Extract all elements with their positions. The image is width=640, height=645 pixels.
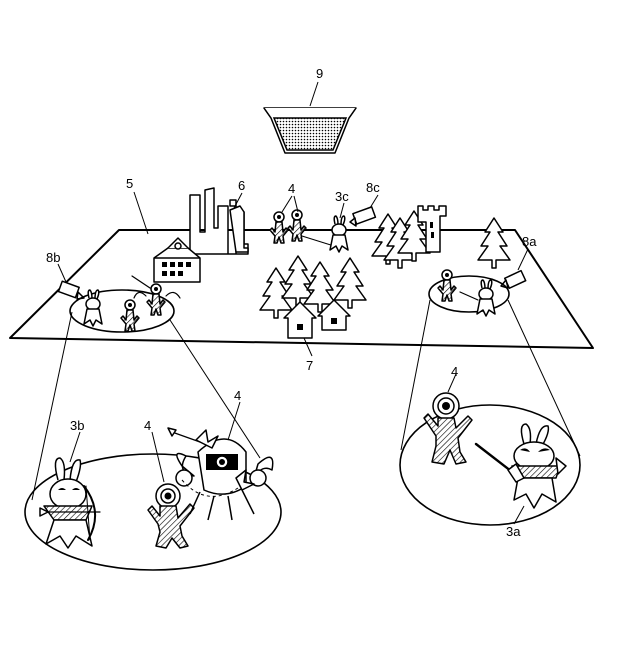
enemy-group-top — [270, 210, 334, 246]
player-char-3a — [476, 424, 566, 508]
label-camera-b: 8b — [46, 250, 60, 265]
label-enemy-b-2: 4 — [234, 388, 241, 403]
label-camera-a: 8a — [522, 234, 537, 249]
player-char-3b — [40, 458, 100, 548]
label-building: 6 — [238, 178, 245, 193]
label-houses: 7 — [306, 358, 313, 373]
leader-enemy-b-1 — [152, 432, 164, 482]
label-enemy-a: 4 — [451, 364, 458, 379]
label-field: 5 — [126, 176, 133, 191]
leader-8b — [58, 264, 66, 282]
label-enemy-b-1: 4 — [144, 418, 151, 433]
leader-enemy-b-2 — [228, 402, 240, 440]
label-char-3b: 3b — [70, 418, 84, 433]
leader-display — [310, 82, 318, 106]
leader-8c — [370, 195, 378, 208]
enemy-a — [424, 393, 472, 464]
forest-right — [372, 211, 510, 268]
leader-field — [134, 192, 148, 234]
player-char-3c — [330, 216, 348, 252]
forest-center — [260, 256, 366, 318]
houses — [284, 300, 350, 338]
enemy-b-2 — [168, 428, 273, 520]
camera-8b — [58, 281, 84, 299]
label-camera-c: 8c — [366, 180, 380, 195]
label-char-3a: 3a — [506, 524, 521, 539]
leader-houses — [304, 338, 312, 356]
enemy-b-1 — [148, 484, 194, 548]
leader-chars-top-1 — [282, 196, 292, 212]
camera-8c — [350, 207, 375, 226]
label-display: 9 — [316, 66, 323, 81]
leader-3b — [70, 432, 80, 462]
leader-8a — [518, 249, 528, 270]
battle-area-a — [429, 276, 509, 312]
display-device — [264, 108, 356, 153]
label-chars-top: 4 — [288, 181, 295, 196]
label-char-3c: 3c — [335, 189, 349, 204]
